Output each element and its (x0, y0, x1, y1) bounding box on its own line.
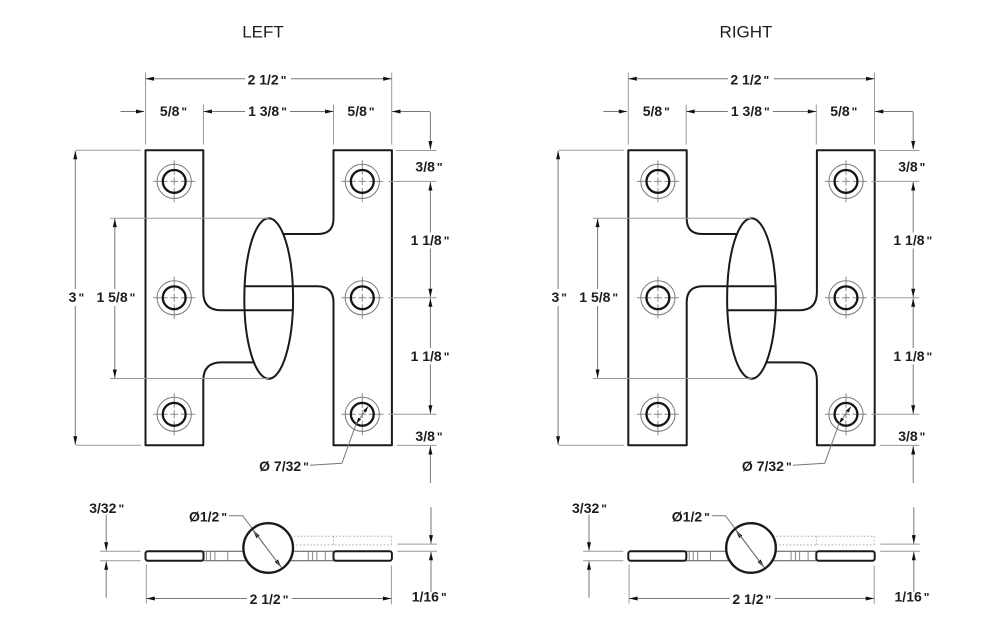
svg-text:RIGHT: RIGHT (720, 23, 773, 42)
svg-text:LEFT: LEFT (242, 23, 284, 42)
